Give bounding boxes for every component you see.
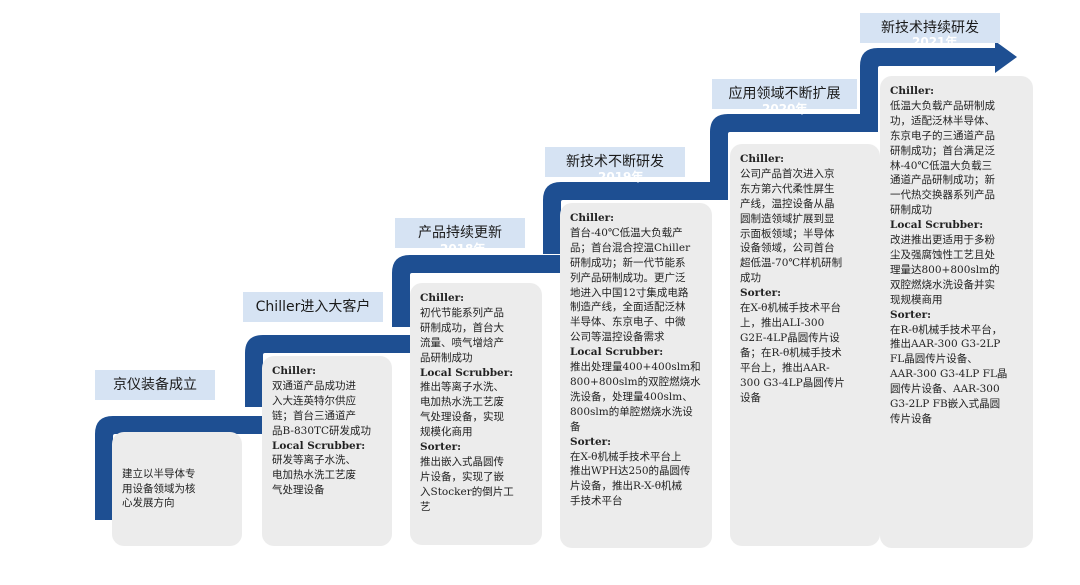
- card-content: Chiller: 首台-40℃低温大负载产 品；首台混合控温Chiller 研制成…: [570, 211, 702, 509]
- phase-description-card: Chiller: 初代节能系列产品 研制成功，首台大 流量、喷气增焓产 品研制成功…: [410, 283, 542, 545]
- section-heading: Sorter:: [570, 435, 612, 448]
- stair-step-band: [860, 48, 995, 120]
- year-marker: 2016年: [118, 402, 164, 416]
- section-heading: Sorter:: [420, 441, 462, 454]
- section-heading: Chiller:: [570, 212, 615, 224]
- section-text: 低温大负载产品研制成 功，适配泛林半导体、 东京电子的三通道产品 研制成功；首台…: [890, 99, 995, 217]
- section-text: 推出处理量400+400slm和 800+800slm的双腔燃烧水 洗设备，处理…: [570, 361, 701, 433]
- section-text: 初代节能系列产品 研制成功，首台大 流量、喷气增焓产 品研制成功: [420, 306, 504, 364]
- card-content: Chiller: 初代节能系列产品 研制成功，首台大 流量、喷气增焓产 品研制成功…: [420, 291, 532, 515]
- stair-step-band: [710, 114, 878, 186]
- section-heading: Local Scrubber:: [420, 366, 514, 379]
- year-marker: 2017年: [288, 322, 334, 336]
- section-text: 在R-θ机械手技术平台， 推出AAR-300 G3-2LP FL晶圆传片设备、 …: [890, 323, 1008, 425]
- section-heading: Chiller:: [740, 153, 785, 165]
- stair-step-band: [543, 182, 728, 254]
- phase-description-card: Chiller: 首台-40℃低温大负载产 品；首台混合控温Chiller 研制成…: [560, 203, 712, 548]
- section-text: 推出等离子水洗、 电加热水洗工艺废 气处理设备，实现 规模化商用: [420, 381, 504, 439]
- year-marker: 2020年: [762, 102, 808, 116]
- phase-description-card: 建立以半导体专 用设备领域为核 心发展方向: [112, 432, 242, 546]
- section-heading: Local Scrubber:: [570, 346, 664, 359]
- section-text: 在X-θ机械手技术平台 上，推出ALI-300 G2E-4LP晶圆传片设 备；在…: [740, 302, 845, 404]
- section-heading: Sorter:: [740, 287, 782, 300]
- section-heading: Sorter:: [890, 308, 932, 321]
- section-text: 公司产品首次进入京 东方第六代柔性屏生 产线，温控设备从晶 圆制造领域扩展到显 …: [740, 167, 843, 285]
- card-content: 建立以半导体专 用设备领域为核 心发展方向: [122, 467, 196, 512]
- phase-description-card: Chiller: 低温大负载产品研制成 功，适配泛林半导体、 东京电子的三通道产品…: [880, 76, 1033, 548]
- section-text: 推出嵌入式晶圆传 片设备，实现了嵌 入Stocker的倒片工 艺: [420, 455, 514, 513]
- section-heading: Local Scrubber:: [272, 439, 366, 452]
- phase-description-card: Chiller: 公司产品首次进入京 东方第六代柔性屏生 产线，温控设备从晶 圆制…: [730, 144, 880, 546]
- phase-label: 应用领域不断扩展: [712, 79, 857, 109]
- year-marker: 2019年: [598, 170, 644, 184]
- section-heading: Local Scrubber:: [890, 219, 984, 232]
- section-heading: Chiller:: [420, 292, 465, 304]
- section-text: 研发等离子水洗、 电加热水洗工艺废 气处理设备: [272, 454, 356, 497]
- section-text: 在X-θ机械手技术平台上 推出WPH达250的晶圆传 片设备，推出R-X-θ机械…: [570, 450, 691, 508]
- section-heading: Chiller:: [890, 85, 935, 97]
- phase-label: 产品持续更新: [395, 218, 525, 248]
- stair-step-band: [245, 335, 410, 407]
- year-marker: 2018年: [440, 242, 486, 256]
- phase-label: Chiller进入大客户: [243, 292, 383, 322]
- stair-step-band: [392, 255, 561, 327]
- section-text: 首台-40℃低温大负载产 品；首台混合控温Chiller 研制成功；新一代节能系…: [570, 226, 691, 344]
- phase-description-card: Chiller: 双通道产品成功进 入大连英特尔供应 链；首台三通道产 品B-83…: [262, 356, 392, 546]
- section-text: 改进推出更适用于多粉 尘及强腐蚀性工艺且处 理量达800+800slm的 双腔燃…: [890, 234, 1000, 306]
- card-content: Chiller: 公司产品首次进入京 东方第六代柔性屏生 产线，温控设备从晶 圆制…: [740, 152, 870, 405]
- card-content: Chiller: 低温大负载产品研制成 功，适配泛林半导体、 东京电子的三通道产品…: [890, 84, 1023, 427]
- phase-label: 京仪装备成立: [95, 370, 215, 400]
- card-content: Chiller: 双通道产品成功进 入大连英特尔供应 链；首台三通道产 品B-83…: [272, 364, 382, 498]
- section-heading: Chiller:: [272, 365, 317, 377]
- section-text: 双通道产品成功进 入大连英特尔供应 链；首台三通道产 品B-830TC研发成功: [272, 379, 372, 437]
- section-text: 建立以半导体专 用设备领域为核 心发展方向: [122, 467, 196, 510]
- phase-label: 新技术不断研发: [545, 147, 685, 177]
- stair-step-band: [95, 416, 263, 520]
- year-marker: 2021年: [912, 35, 958, 49]
- arrow-head: [995, 41, 1017, 73]
- phase-label: 新技术持续研发: [860, 13, 1000, 43]
